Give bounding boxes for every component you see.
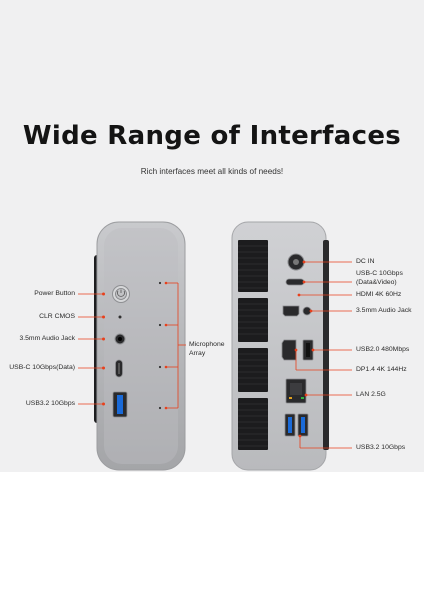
- hdmi-port-icon: [282, 305, 300, 317]
- label-usb-c-rear: USB-C 10Gbps: [356, 270, 403, 277]
- rear-device: [231, 221, 329, 471]
- label-usb20: USB2.0 480Mbps: [356, 346, 410, 353]
- label-clr-cmos: CLR CMOS: [39, 313, 75, 320]
- label-dc-in: DC IN: [356, 258, 375, 265]
- usb-c-rear-port-icon: [285, 278, 305, 286]
- clr-cmos-icon: [118, 315, 122, 319]
- front-callouts: [78, 282, 186, 409]
- dp-port-icon: [281, 339, 297, 361]
- label-microphone-array: Array: [189, 350, 206, 357]
- label-usb-c-rear-sub: (Data&Video): [356, 279, 397, 286]
- label-microphone: Microphone: [189, 341, 225, 348]
- front-device: [94, 221, 186, 471]
- page-subtitle: Rich interfaces meet all kinds of needs!: [140, 167, 284, 176]
- label-usb32-front: USB3.2 10Gbps: [25, 400, 75, 407]
- page-title: Wide Range of Interfaces: [22, 121, 402, 151]
- label-lan: LAN 2.5G: [356, 391, 386, 398]
- label-dp: DP1.4 4K 144Hz: [356, 366, 407, 373]
- rear-callouts: [295, 261, 352, 449]
- label-usb32-rear: USB3.2 10Gbps: [356, 444, 406, 451]
- label-power-button: Power Button: [34, 290, 75, 297]
- label-hdmi: HDMI 4K 60Hz: [356, 291, 402, 298]
- label-usb-c: USB-C 10Gbps(Data): [9, 364, 75, 371]
- label-audio-jack: 3.5mm Audio Jack: [19, 335, 75, 342]
- feature-panel: [0, 0, 424, 472]
- label-rear-audio-jack: 3.5mm Audio Jack: [356, 307, 412, 314]
- heatsink-vents: [238, 240, 268, 450]
